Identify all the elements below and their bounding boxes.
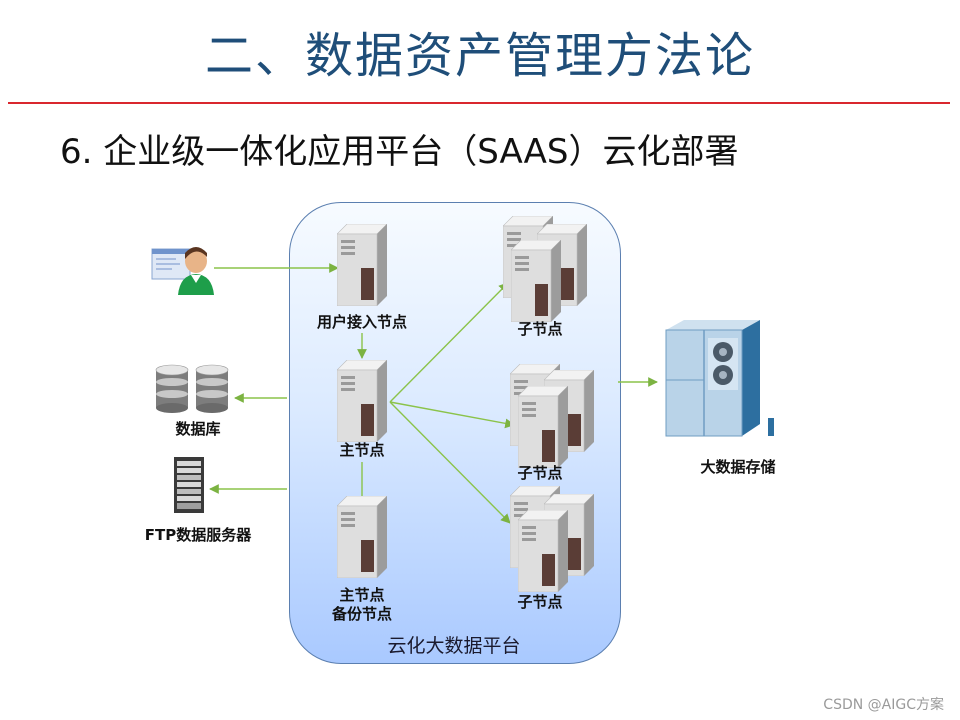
label-backup-node-line2: 备份节点 — [331, 605, 392, 623]
ftp-server-rack-icon — [174, 457, 204, 513]
label-database: 数据库 — [175, 420, 221, 438]
storage-cabinet-icon — [665, 320, 774, 437]
master-server-icon — [337, 360, 387, 442]
backup-server-icon — [337, 496, 387, 578]
child-node-cluster-2-icon — [510, 364, 594, 468]
label-child-node-1: 子节点 — [517, 320, 563, 338]
database-icon — [155, 364, 229, 413]
label-ftp-server: FTP数据服务器 — [144, 526, 252, 544]
label-master-node: 主节点 — [339, 441, 385, 459]
label-child-node-2: 子节点 — [517, 464, 563, 482]
user-icon — [151, 247, 214, 295]
arrow-master-to-child1 — [389, 282, 509, 403]
child-node-cluster-1-icon — [503, 216, 587, 322]
child-node-cluster-3-icon — [510, 486, 594, 592]
arrow-master-to-child2 — [389, 401, 515, 429]
arrow-master-to-child3 — [389, 401, 511, 524]
label-user-access-node: 用户接入节点 — [316, 313, 407, 331]
label-backup-node-line1: 主节点 — [339, 586, 385, 604]
slide-subtitle: 6. 企业级一体化应用平台（SAAS）云化部署 — [60, 132, 739, 172]
label-child-node-3: 子节点 — [517, 593, 563, 611]
user-access-server-icon — [337, 224, 387, 306]
slide-title: 二、数据资产管理方法论 — [204, 28, 755, 84]
watermark: CSDN @AIGC方案 — [823, 697, 944, 713]
label-cloud-platform: 云化大数据平台 — [387, 635, 521, 657]
title-divider — [8, 102, 950, 104]
label-big-data-storage: 大数据存储 — [700, 458, 776, 476]
